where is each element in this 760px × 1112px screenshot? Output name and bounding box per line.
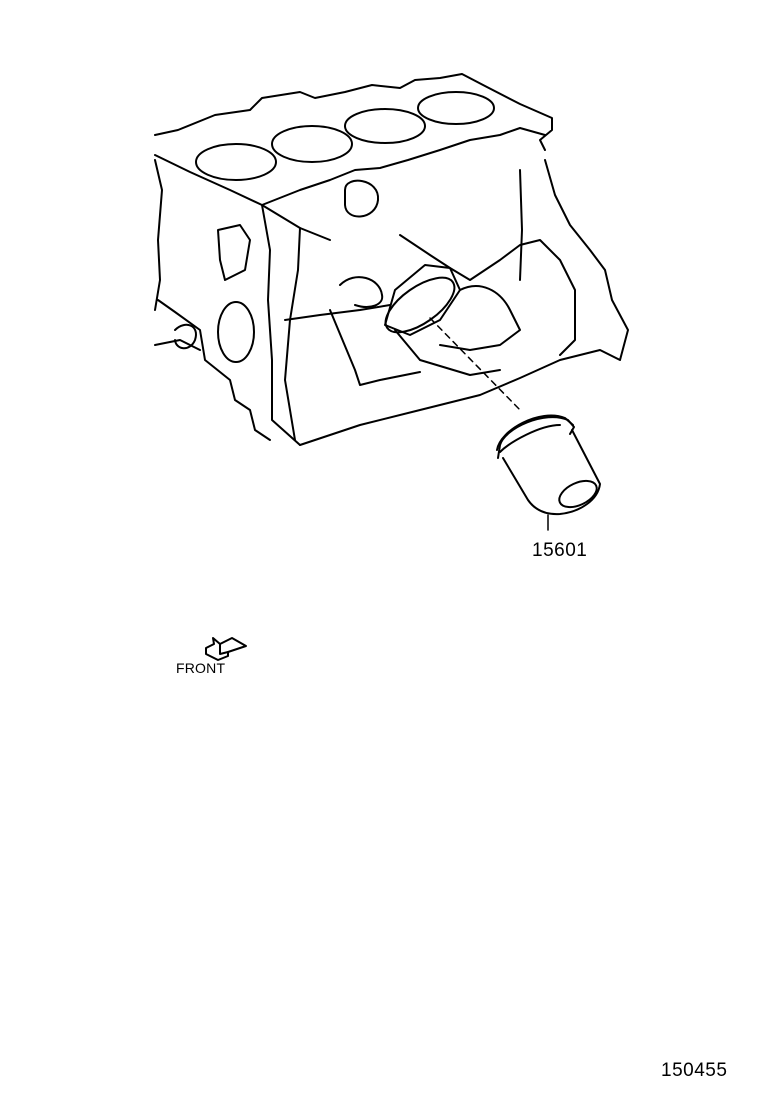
cylinder-bore-3 [344,108,426,144]
front-label: FRONT [176,660,226,676]
filter-outlet [558,479,598,509]
cylinder-bore-2 [271,125,353,163]
front-arrow-icon [205,637,247,661]
part-number-label: 15601 [532,540,588,561]
cylinder-block [154,73,629,446]
engine-block-drawing [154,73,629,531]
side-port [344,179,380,218]
cylinder-bore-4 [417,91,495,125]
cylinder-bore-1 [195,143,277,181]
oil-filter [496,414,601,531]
filter-mount-boss [384,276,456,334]
illustration-number: 150455 [661,1060,728,1081]
alignment-line [429,317,523,413]
